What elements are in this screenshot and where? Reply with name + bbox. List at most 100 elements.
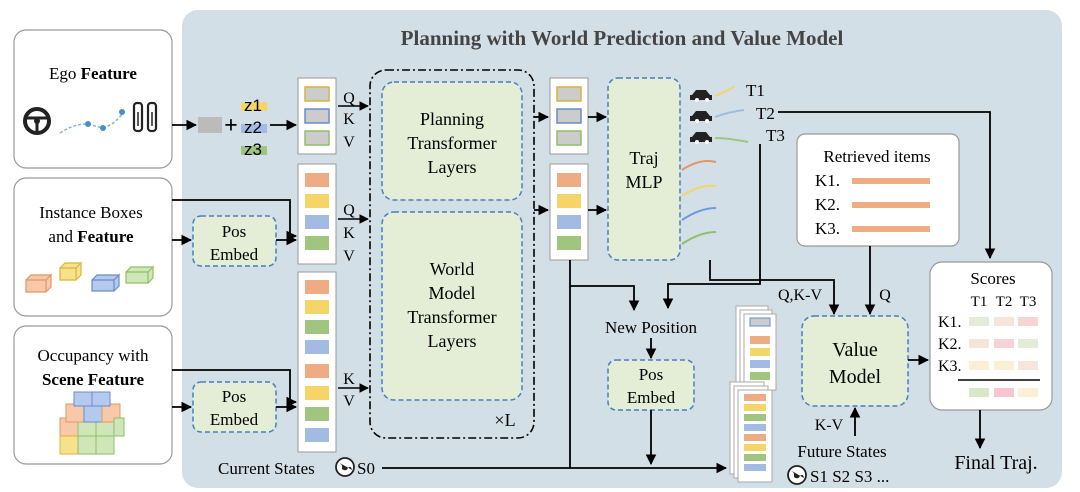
predicted-traj-blue <box>681 207 717 221</box>
svg-text:K1.: K1. <box>815 171 840 190</box>
v-label-2: V <box>343 248 355 265</box>
z2-highlight <box>241 124 267 133</box>
svg-text:Ego Feature: Ego Feature <box>49 64 137 83</box>
s3-label: S3 ... <box>854 467 889 486</box>
instance-label-line2: and <box>48 227 73 246</box>
ego-query-tokens <box>297 77 337 155</box>
future-states-label: Future States <box>797 442 886 461</box>
svg-text:K2.: K2. <box>815 195 840 214</box>
svg-text:Embed: Embed <box>210 410 259 429</box>
instance-label-bold: Feature <box>77 227 134 246</box>
traj-label-2: T2 <box>756 104 775 123</box>
q-label-1: Q <box>343 90 355 107</box>
car-icon-2 <box>690 111 712 123</box>
instance-tokens <box>297 163 337 265</box>
svg-text:Layers: Layers <box>428 331 477 351</box>
occupancy-tokens <box>297 271 337 453</box>
svg-text:Value: Value <box>832 339 878 361</box>
globe-icon-future <box>787 465 807 485</box>
globe-icon-current <box>335 457 355 477</box>
pos-embed-instance: Pos Embed <box>192 215 277 267</box>
boxes-icon <box>25 261 155 293</box>
svg-text:K3.: K3. <box>938 358 962 375</box>
occupancy-label-bold: Scene Feature <box>42 370 145 389</box>
planning-output-tokens <box>549 77 589 155</box>
occupancy-input-box: Occupancy with Scene Feature <box>13 325 173 465</box>
z1-label: z1 <box>244 96 262 115</box>
k-label-3: K <box>343 371 355 388</box>
repeat-label: ×L <box>494 410 515 430</box>
predicted-traj-yellow <box>681 184 717 197</box>
trajectory-2 <box>714 109 745 118</box>
ego-input-box: Ego Feature <box>13 29 173 169</box>
svg-text:World: World <box>430 259 475 279</box>
svg-text:Pos: Pos <box>222 387 247 406</box>
traj-mlp-block: Traj MLP <box>607 77 681 261</box>
svg-text:K2.: K2. <box>938 336 962 353</box>
svg-text:K3.: K3. <box>815 219 840 238</box>
plus-sign: + <box>224 113 238 139</box>
predicted-traj-green <box>681 231 717 245</box>
traj-label-1: T1 <box>746 81 765 100</box>
svg-text:T3: T3 <box>1020 294 1037 310</box>
s1-label: S1 <box>810 467 828 486</box>
svg-text:Pos: Pos <box>222 222 247 241</box>
trajectory-3 <box>714 137 749 143</box>
ego-embedding <box>198 117 222 133</box>
z1-highlight <box>241 102 267 111</box>
transformer-stack <box>369 69 535 439</box>
k-label-2: K <box>343 225 355 242</box>
z3-label: z3 <box>244 140 262 159</box>
v-label-3: V <box>343 393 355 410</box>
k-label-1: K <box>343 111 355 128</box>
traj-label-3: T3 <box>766 126 785 145</box>
world-output-tokens <box>549 163 589 261</box>
car-icon-3 <box>690 132 712 144</box>
svg-text:Embed: Embed <box>210 245 259 264</box>
final-traj-label: Final Traj. <box>954 452 1037 474</box>
svg-text:S1 S2 S3 ...: S1 S2 S3 ... <box>810 467 889 486</box>
instance-label-line1: Instance Boxes <box>39 203 142 222</box>
future-state-stack-1 <box>735 305 777 391</box>
world-model-transformer-block: World Model Transformer Layers <box>381 211 523 401</box>
svg-text:Layers: Layers <box>428 157 477 177</box>
svg-text:T2: T2 <box>996 294 1013 310</box>
pos-embed-occupancy: Pos Embed <box>192 381 277 433</box>
scores-box: Scores T1 T2 T3 K1. K2. K3. <box>929 261 1053 411</box>
z2-label: z2 <box>244 118 262 137</box>
svg-text:K1.: K1. <box>938 314 962 331</box>
svg-text:Transformer: Transformer <box>407 307 496 327</box>
kv-label: K-V <box>815 417 844 434</box>
new-position-label: New Position <box>605 318 698 337</box>
svg-text:Pos: Pos <box>639 365 664 384</box>
pos-embed-future: Pos Embed <box>607 359 695 411</box>
occupancy-label-line1: Occupancy with <box>38 346 149 365</box>
value-model-block: Value Model <box>801 315 909 407</box>
voxel-cubes-icon <box>59 391 125 455</box>
svg-text:Retrieved items: Retrieved items <box>823 147 930 166</box>
qkv-value-label: Q,K-V <box>778 287 822 304</box>
svg-text:MLP: MLP <box>625 172 662 192</box>
retrieved-items-box: Retrieved items K1. K2. K3. <box>796 133 960 247</box>
panel-title: Planning with World Prediction and Value… <box>401 26 844 50</box>
current-states-label: Current States <box>218 459 315 478</box>
pedals-icon <box>132 101 158 133</box>
svg-text:Transformer: Transformer <box>407 133 496 153</box>
q-label-value: Q <box>879 287 891 304</box>
s0-label: S0 <box>357 459 375 478</box>
car-icon-1 <box>690 90 712 102</box>
svg-text:T1: T1 <box>971 294 988 310</box>
svg-text:Embed: Embed <box>627 388 676 407</box>
ego-label-bold: Feature <box>81 64 138 83</box>
svg-text:Scores: Scores <box>970 269 1015 288</box>
route-icon <box>59 109 126 134</box>
z3-highlight <box>241 146 267 155</box>
trajectory-1 <box>714 85 736 97</box>
svg-text:Planning: Planning <box>420 109 484 129</box>
ego-label: Ego <box>49 64 76 83</box>
s2-label: S2 <box>832 467 850 486</box>
planning-transformer-block: Planning Transformer Layers <box>381 81 523 201</box>
svg-text:Model: Model <box>429 283 476 303</box>
svg-text:and Feature: and Feature <box>48 227 134 246</box>
